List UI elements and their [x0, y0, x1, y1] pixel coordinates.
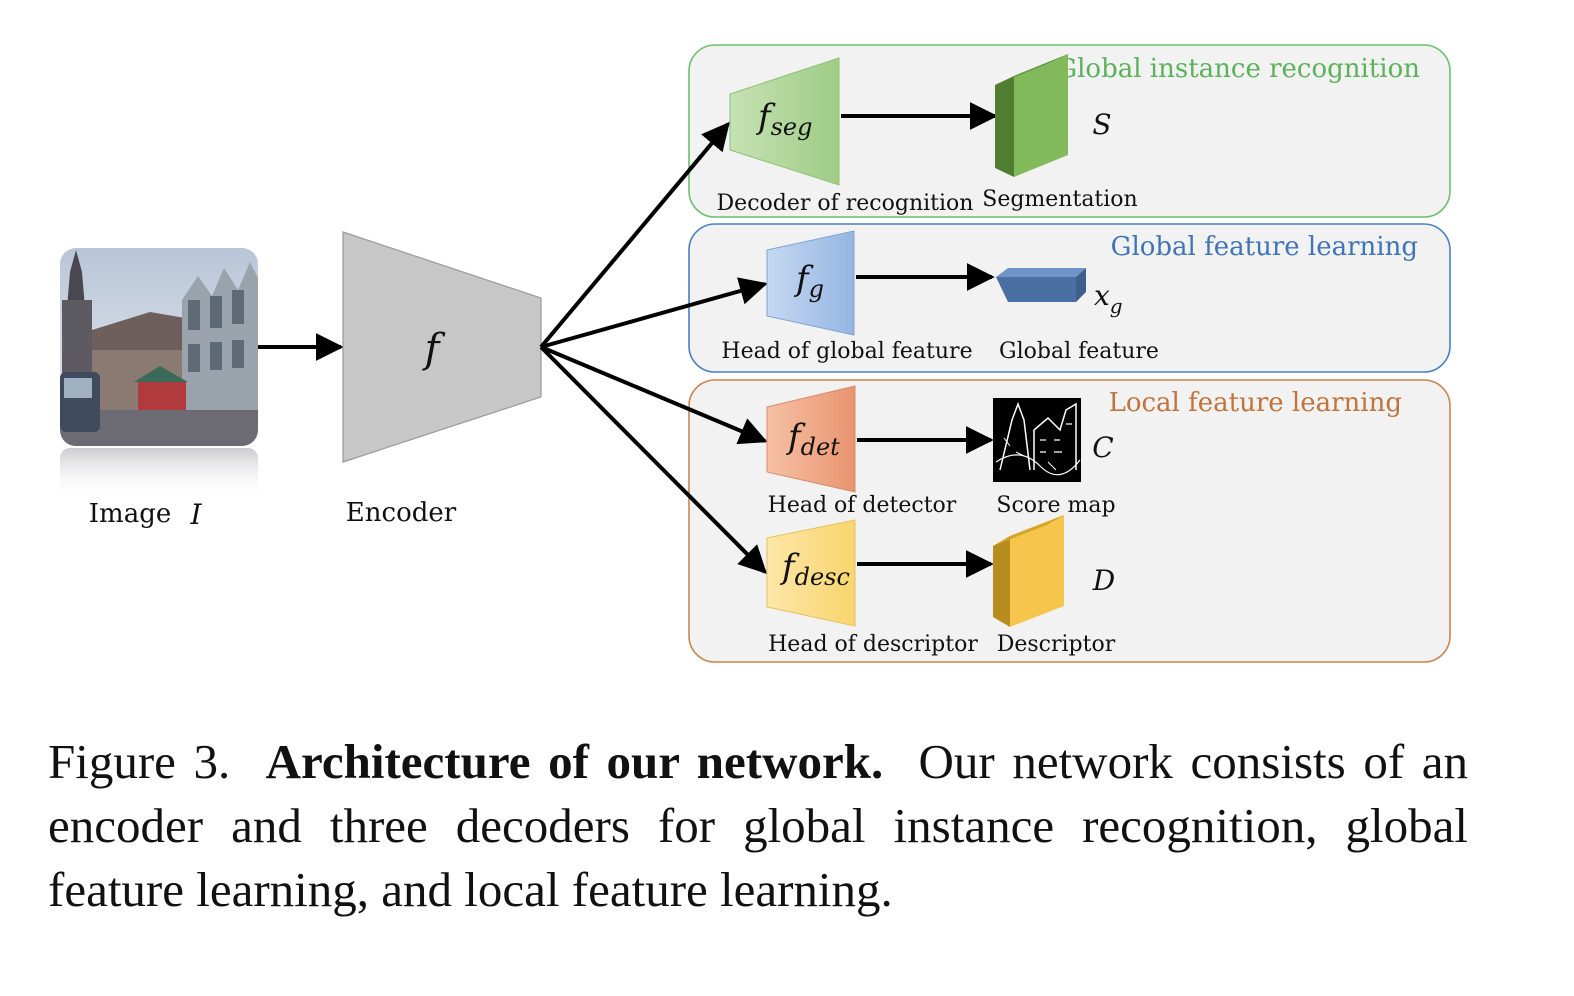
encoder-label: Encoder [346, 498, 457, 528]
arrow-encoder-to-global-head [540, 277, 768, 349]
seg-head-trapezoid [729, 57, 840, 186]
panel-title-global: Global feature learning [1111, 232, 1418, 262]
descriptor-head-trapezoid [766, 519, 856, 627]
segmentation-cube-icon [995, 54, 1068, 177]
descriptor-head-label: Head of descriptor [768, 632, 978, 657]
panel-title-recognition: Global instance recognition [1056, 54, 1420, 84]
arrow-encoder-to-seg-head [539, 121, 730, 349]
caption-title: Architecture of our network. [265, 734, 884, 789]
global-output-label: Global feature [999, 339, 1159, 364]
global-head-label: Head of global feature [721, 339, 972, 364]
global-output-symbol: xg [1094, 279, 1123, 318]
panel-local-feature-learning [688, 379, 1451, 663]
figure-caption: Figure 3. Architecture of our network. O… [48, 730, 1468, 922]
descriptor-cube-icon [993, 515, 1064, 627]
score-map-icon [993, 398, 1081, 482]
input-image-symbol: I [189, 498, 202, 531]
detector-output-symbol: C [1092, 431, 1113, 464]
descriptor-output-label: Descriptor [997, 632, 1116, 657]
input-image [60, 248, 258, 500]
input-image-label: Image [89, 499, 171, 529]
panel-global-instance-recognition [688, 44, 1451, 218]
arrow-encoder-to-detector-head [540, 345, 768, 445]
encoder-trapezoid [342, 231, 542, 463]
seg-head-label: Decoder of recognition [717, 191, 974, 216]
seg-output-label: Segmentation [982, 187, 1137, 212]
descriptor-output-symbol: D [1092, 564, 1115, 597]
detector-output-label: Score map [996, 493, 1115, 518]
detector-head-label: Head of detector [768, 493, 957, 518]
panel-title-local: Local feature learning [1109, 388, 1402, 418]
global-head-trapezoid [766, 230, 855, 336]
detector-head-trapezoid [766, 385, 856, 493]
architecture-diagram: Global instance recognition Global featu… [60, 44, 1451, 663]
global-feature-bar-icon [996, 268, 1086, 302]
caption-prefix: Figure 3. [48, 734, 231, 789]
caption-body: Our network consists of an encoder and t… [48, 734, 1469, 917]
seg-output-symbol: S [1092, 108, 1111, 141]
arrow-encoder-to-descriptor-head [539, 345, 767, 574]
